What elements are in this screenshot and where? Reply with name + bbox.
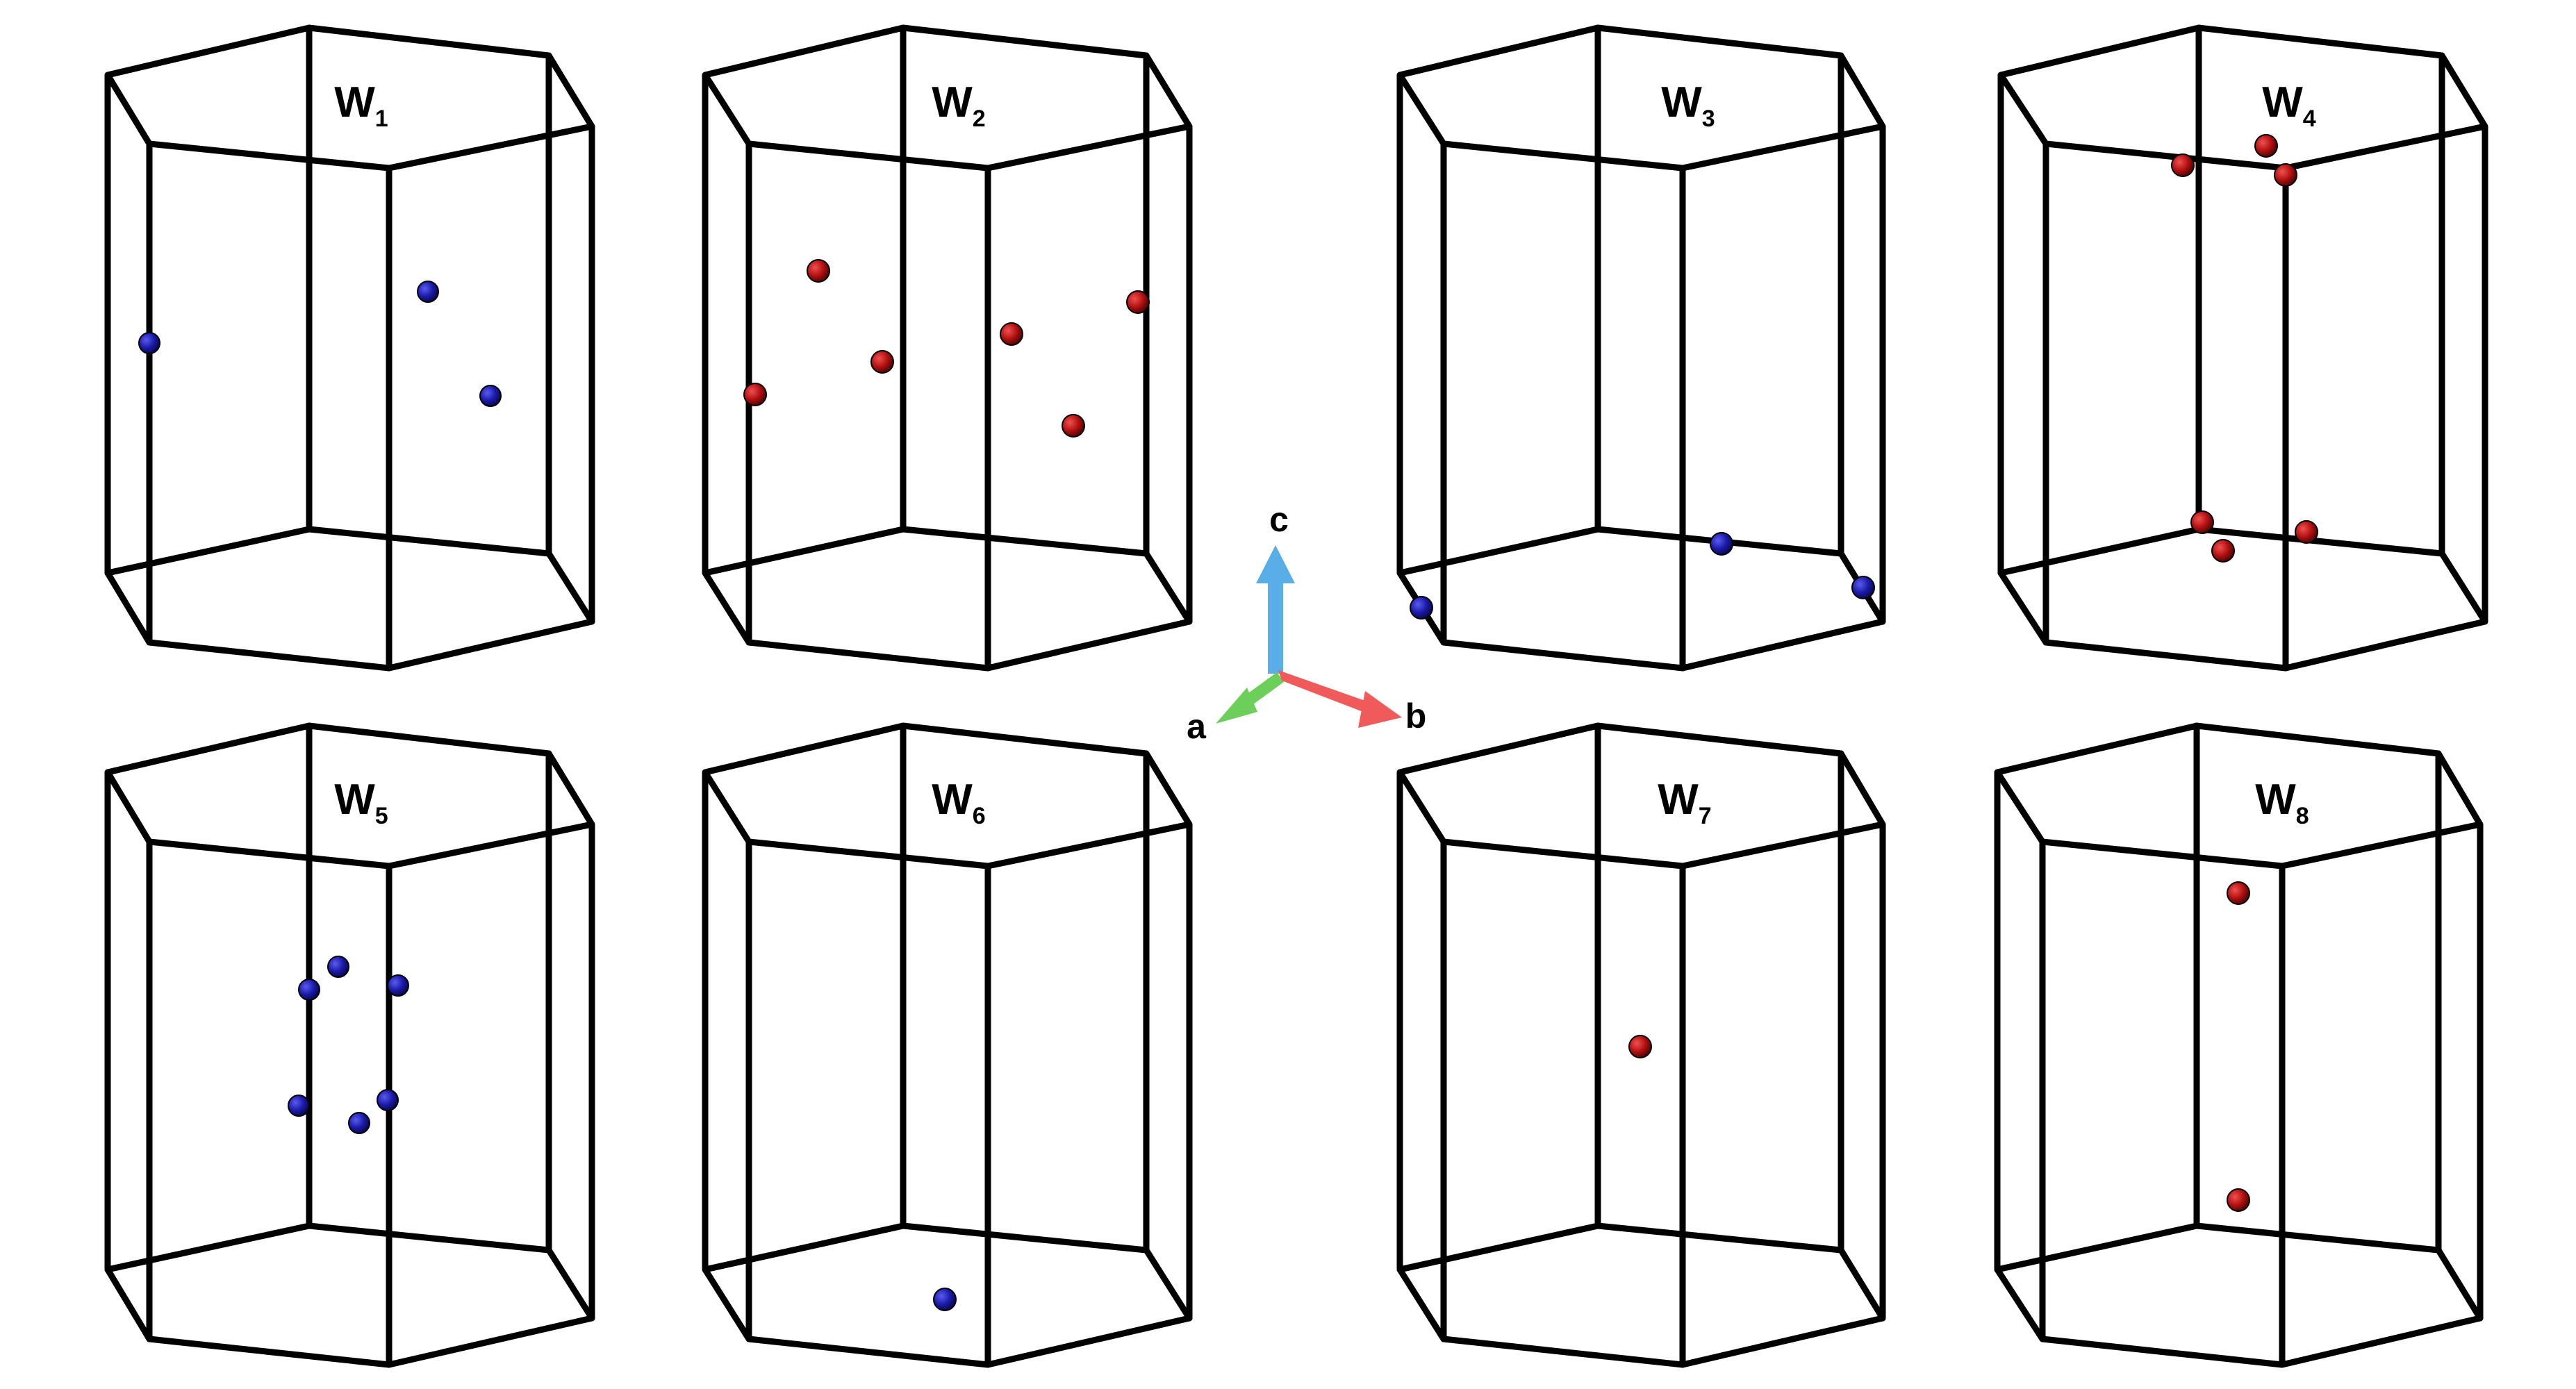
panel-label: W3: [1661, 78, 1715, 132]
atom: [2295, 520, 2318, 544]
c-axis-arrow: [1256, 545, 1295, 674]
atom: [2227, 881, 2250, 905]
atom: [298, 979, 320, 1001]
panel-label: W7: [1658, 776, 1711, 829]
panel-w5: W5: [104, 722, 595, 1368]
atoms: [933, 1288, 957, 1311]
atom: [1000, 322, 1023, 346]
atom: [2211, 539, 2235, 563]
panel-w2: W2: [702, 24, 1193, 672]
atoms: [1410, 532, 1875, 619]
atoms: [1628, 1035, 1652, 1058]
atom: [377, 1089, 399, 1111]
atom: [348, 1112, 370, 1134]
hexagonal-prism: [702, 722, 1193, 1368]
atom: [807, 259, 830, 283]
atoms: [743, 259, 1150, 438]
atoms: [2171, 134, 2318, 563]
atom: [1062, 414, 1085, 438]
hexagonal-prism: [1396, 722, 1886, 1368]
hexagonal-prism: [104, 722, 595, 1368]
atom: [327, 956, 349, 978]
atom: [2171, 153, 2195, 177]
atom: [387, 974, 409, 997]
a-axis-arrow: [1216, 672, 1284, 724]
panel-w8: W8: [1994, 722, 2484, 1368]
c-axis-label: c: [1269, 500, 1289, 539]
panel-w3: W3: [1396, 24, 1886, 672]
panel-w1: W1: [104, 24, 595, 672]
hexagonal-prism: [702, 24, 1193, 672]
atoms: [288, 956, 409, 1134]
hexagonal-prism: [104, 24, 595, 672]
a-axis-label: a: [1187, 707, 1207, 746]
atom: [2254, 134, 2278, 158]
atom: [2274, 163, 2297, 187]
atom: [1410, 596, 1433, 619]
atom: [288, 1095, 310, 1117]
panel-label: W5: [334, 776, 388, 829]
b-axis-arrow: [1278, 670, 1402, 728]
panel-w7: W7: [1396, 722, 1886, 1368]
atom: [2227, 1188, 2250, 1212]
panel-label: W1: [334, 78, 388, 132]
panel-label: W6: [932, 776, 985, 829]
atoms: [2227, 881, 2250, 1212]
panel-w6: W6: [702, 722, 1193, 1368]
panel-label: W2: [932, 78, 985, 132]
hexagonal-prism: [1994, 722, 2484, 1368]
atom: [933, 1288, 957, 1311]
atom: [1126, 290, 1150, 314]
panel-label: W4: [2262, 78, 2316, 132]
panel-w4: W4: [1997, 24, 2488, 672]
b-axis-label: b: [1405, 697, 1427, 735]
panel-label: W8: [2255, 776, 2309, 829]
atom: [417, 281, 439, 303]
atom: [1710, 532, 1733, 556]
hexagonal-prism: [1396, 24, 1886, 672]
atom: [1628, 1035, 1652, 1058]
atoms: [138, 281, 502, 407]
atom: [479, 385, 502, 407]
atom: [743, 383, 767, 406]
atom: [2190, 510, 2214, 534]
atom: [870, 350, 894, 374]
atom: [138, 332, 160, 354]
atom: [1851, 576, 1875, 599]
axis-triad: c a b: [1187, 500, 1426, 746]
hexagonal-prism: [1997, 24, 2488, 672]
